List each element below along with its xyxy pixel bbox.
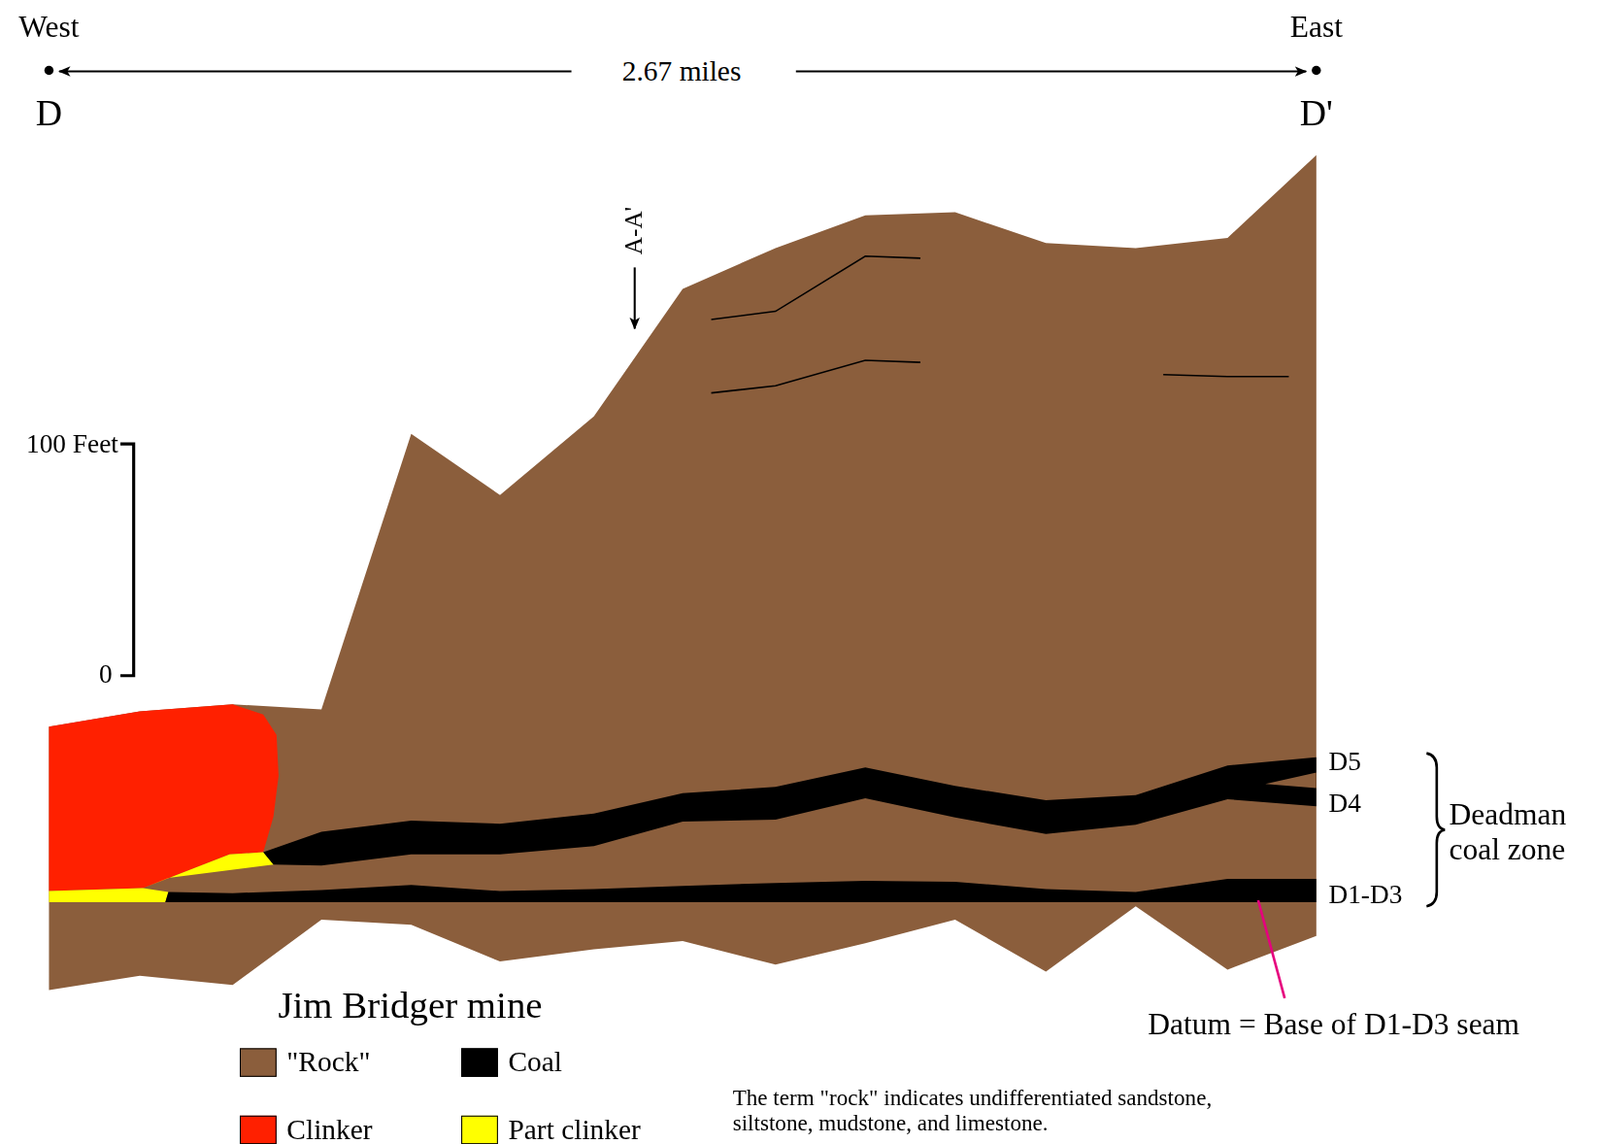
rock-parting — [1265, 772, 1317, 789]
section-label: A-A' — [620, 206, 649, 255]
scale-label: 0 — [99, 659, 113, 690]
scale-label: 100 Feet — [26, 428, 119, 459]
endpoint-dot — [1311, 66, 1321, 75]
note: The term "rock" indicates undifferentiat… — [733, 1084, 1265, 1136]
seam-label: D1-D3 — [1328, 879, 1402, 910]
thin-bed — [711, 360, 921, 394]
title: Jim Bridger mine — [277, 983, 542, 1028]
coal-seam — [165, 878, 1317, 902]
coal-seam — [263, 757, 1317, 866]
seam-label: D4 — [1328, 787, 1361, 818]
direction-label: East — [1290, 8, 1343, 44]
rock-body — [48, 155, 1316, 991]
legend-label: Clinker — [286, 1113, 372, 1144]
section-end-label: D — [35, 92, 63, 135]
brace — [1426, 753, 1445, 907]
direction-label: West — [18, 8, 79, 44]
distance-arrow — [796, 70, 1307, 73]
legend-label: Part clinker — [507, 1113, 640, 1144]
datum-label: Datum = Base of D1-D3 seam — [1147, 1006, 1520, 1042]
legend-swatch — [461, 1047, 499, 1076]
legend-swatch — [239, 1115, 277, 1144]
leader-line — [1258, 900, 1285, 999]
section-end-label: D' — [1300, 92, 1334, 135]
seam-label: D5 — [1328, 745, 1361, 776]
thin-bed — [711, 256, 921, 320]
part-clinker — [142, 852, 274, 889]
distance-arrow — [59, 70, 572, 73]
legend-swatch — [461, 1115, 499, 1144]
endpoint-dot — [44, 66, 54, 75]
legend-swatch — [239, 1047, 277, 1076]
scale-bar — [120, 443, 134, 676]
distance-label: 2.67 miles — [622, 55, 742, 89]
clinker — [48, 703, 278, 891]
legend-label: Coal — [507, 1045, 563, 1079]
section-arrow — [633, 266, 636, 329]
thin-bed — [1163, 374, 1289, 377]
legend-label: "Rock" — [286, 1045, 370, 1079]
zone-label: Deadman coal zone — [1448, 796, 1592, 867]
part-clinker — [48, 887, 168, 902]
